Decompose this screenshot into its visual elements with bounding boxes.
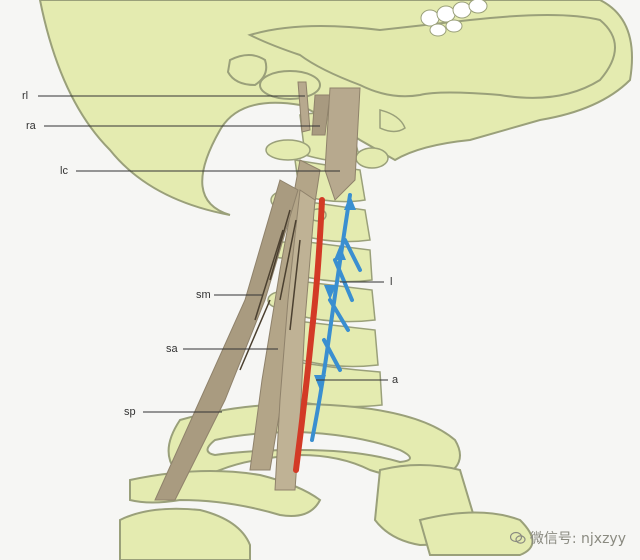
rectus-capitis-anterior <box>311 94 331 136</box>
watermark: 微信号: njxzyy <box>509 528 626 548</box>
left-first-rib <box>119 507 251 560</box>
label-ra: ra <box>26 120 36 132</box>
mandible <box>247 14 616 99</box>
scalenus-posterior <box>154 179 299 501</box>
longus-colli-arrows <box>314 195 356 390</box>
leader-lines <box>38 95 388 413</box>
muscle-fibers <box>239 209 301 371</box>
mastoid-process <box>226 54 268 87</box>
rectus-capitis-lateralis <box>297 81 311 133</box>
watermark-text: 微信号: njxzyy <box>529 531 626 547</box>
scalenus-anterior <box>274 189 316 491</box>
neck-muscles <box>154 81 361 501</box>
label-a: a <box>392 374 399 386</box>
label-l: l <box>390 276 393 288</box>
wechat-icon <box>509 531 526 544</box>
label-lc: lc <box>60 165 68 177</box>
longus-colli <box>310 193 362 442</box>
atlas-vertebra <box>259 70 321 100</box>
hyoid-bone <box>379 109 406 133</box>
label-rl: rl <box>22 90 29 102</box>
teeth <box>420 0 488 37</box>
longus-capitis <box>324 87 361 201</box>
second-rib <box>418 511 534 556</box>
label-sm: sm <box>196 289 211 301</box>
vertebral-artery <box>293 197 325 473</box>
label-sa: sa <box>166 343 178 355</box>
label-sp: sp <box>124 406 136 418</box>
